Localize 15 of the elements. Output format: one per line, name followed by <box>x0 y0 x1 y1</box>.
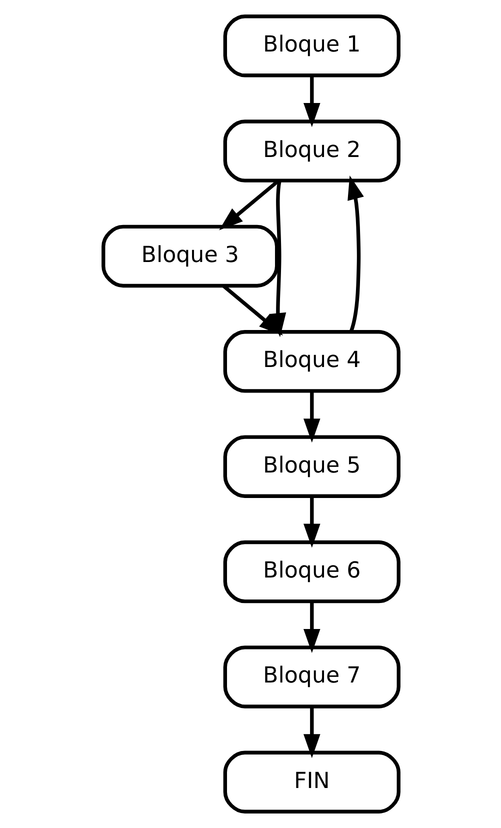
node-box: Bloque 7 <box>222 646 400 708</box>
node-box: Bloque 3 <box>101 224 278 288</box>
arrow <box>218 179 280 230</box>
arrow <box>347 176 364 332</box>
arrow <box>302 601 320 653</box>
arrow <box>302 706 320 758</box>
node-box: FIN <box>222 750 400 814</box>
node-box: Bloque 2 <box>222 120 400 182</box>
node-box: Bloque 6 <box>222 540 400 604</box>
arrow <box>302 75 320 128</box>
node-box: Bloque 4 <box>222 330 400 393</box>
node-box: Bloque 5 <box>222 435 400 498</box>
node-box: Bloque 1 <box>222 14 400 78</box>
arrow <box>302 496 320 548</box>
arrow <box>302 391 320 443</box>
